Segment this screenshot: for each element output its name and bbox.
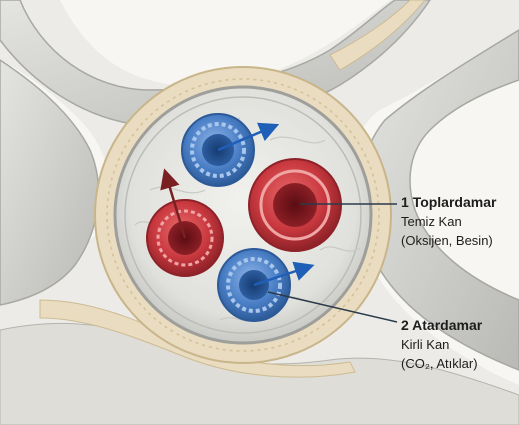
label-line: Temiz Kan [401,212,496,231]
label-title: 2 Atardamar [401,316,482,335]
label-line: (CO₂, Atıklar) [401,354,482,373]
label-line: (Oksijen, Besin) [401,231,496,250]
label-title: 1 Toplardamar [401,193,496,212]
label-toplardamar: 1 Toplardamar Temiz Kan (Oksijen, Besin) [401,193,496,250]
label-line: Kirli Kan [401,335,482,354]
artery-large [249,159,341,251]
label-atardamar: 2 Atardamar Kirli Kan (CO₂, Atıklar) [401,316,482,373]
